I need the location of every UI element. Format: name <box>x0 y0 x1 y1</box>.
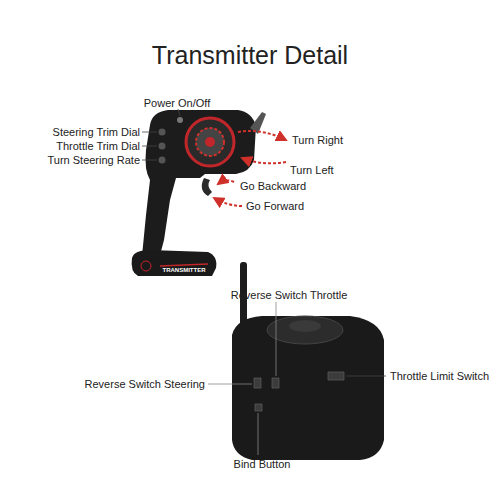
top-transmitter <box>132 109 286 276</box>
callout-label: Turn Steering Rate <box>47 154 140 167</box>
body-print: TRANSMITTER <box>163 267 206 274</box>
callout-label: Throttle Trim Dial <box>56 140 140 153</box>
motion-label: Turn Left <box>290 164 334 177</box>
callout-label: Steering Trim Dial <box>53 126 140 139</box>
callout-label: Power On/Off <box>144 97 210 110</box>
callout-label: Bind Button <box>234 458 291 471</box>
callout-label: Throttle Limit Switch <box>390 370 489 383</box>
diagram-title: Transmitter Detail <box>152 40 348 70</box>
bottom-transmitter <box>208 262 386 460</box>
motion-label: Go Forward <box>246 200 304 213</box>
callout-label: Reverse Switch Throttle <box>231 289 348 302</box>
motion-label: Turn Right <box>292 134 343 147</box>
motion-label: Go Backward <box>240 180 306 193</box>
callout-label: Reverse Switch Steering <box>85 378 205 391</box>
